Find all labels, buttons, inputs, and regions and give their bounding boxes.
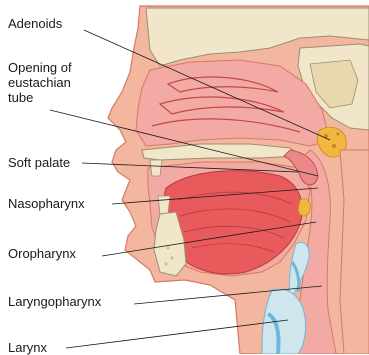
label-eustachian-line3: tube	[8, 90, 72, 105]
adenoid-dot	[332, 144, 336, 148]
upper-teeth	[150, 160, 162, 176]
cervical-spine	[340, 150, 369, 354]
label-laryngopharynx: Laryngopharynx	[8, 294, 101, 309]
label-adenoids: Adenoids	[8, 16, 62, 31]
adenoid-dot	[336, 132, 339, 135]
bone-spot	[164, 262, 167, 265]
label-eustachian-line1: Opening of	[8, 60, 72, 75]
label-soft-palate: Soft palate	[8, 155, 70, 170]
label-eustachian-line2: eustachian	[8, 75, 72, 90]
label-nasopharynx: Nasopharynx	[8, 196, 85, 211]
label-oropharynx: Oropharynx	[8, 246, 76, 261]
label-eustachian-tube: Opening of eustachian tube	[8, 60, 72, 105]
bone-spot	[166, 246, 169, 249]
tonsil	[298, 199, 310, 216]
bone-spot	[170, 256, 173, 259]
lower-teeth	[158, 196, 170, 214]
label-larynx: Larynx	[8, 340, 47, 355]
